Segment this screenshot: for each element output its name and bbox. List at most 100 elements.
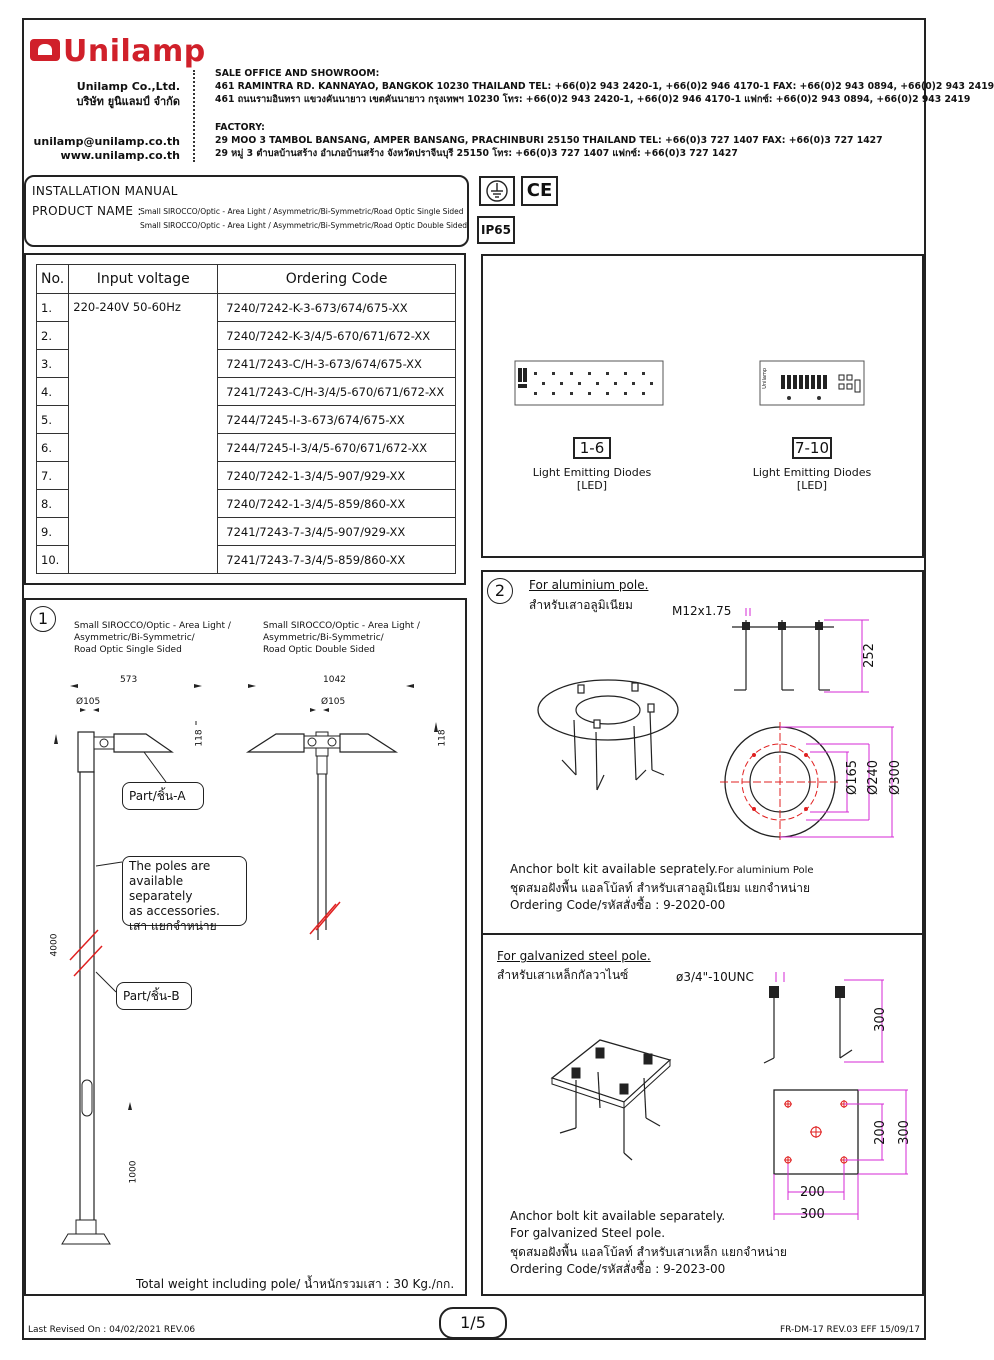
header-ordering-code: Ordering Code <box>217 264 456 294</box>
ordering-code: 7240/7242-1-3/4/5-859/860-XX <box>217 489 456 518</box>
row-no: 8. <box>35 489 70 518</box>
row-no: 1. <box>35 293 70 322</box>
company-name-th: บริษัท ยูนิแลมป์ จำกัด <box>76 95 180 108</box>
steel-anchor-drawing <box>550 972 908 1220</box>
page-frame <box>22 18 926 1340</box>
dim-d300: Ø300 <box>888 759 904 796</box>
table-row: 8. 7240/7242-1-3/4/5-859/860-XX <box>35 489 456 518</box>
table-row: 3. 7241/7243-C/H-3-673/674/675-XX <box>35 349 456 378</box>
poles-note-callout: The poles are available separately as ac… <box>122 856 247 933</box>
row-no: 9. <box>35 517 70 546</box>
row-no: 5. <box>35 405 70 434</box>
header-divider <box>193 70 195 162</box>
led-board-b-text: Unilamp <box>762 368 768 389</box>
page-number: 1/5 <box>439 1307 507 1339</box>
aluminium-pole-title: For aluminium pole. <box>529 578 649 592</box>
led-label-b: Light Emitting Diodes[LED] <box>742 466 882 492</box>
row-no: 3. <box>35 349 70 378</box>
led-range-a: 1-6 <box>573 437 611 459</box>
part-a-callout: Part/ชิ้น-A <box>122 782 204 810</box>
part-b-callout: Part/ชิ้น-B <box>116 982 192 1010</box>
input-voltage-cell: 220-240V 50-60Hz <box>68 293 219 574</box>
ce-mark: CE <box>521 176 558 206</box>
led-range-b: 7-10 <box>792 437 832 459</box>
dim-steel-300-vert: 300 <box>896 1120 912 1145</box>
led-panel <box>481 254 924 558</box>
ordering-table: No. Input voltage Ordering Code 1.220-24… <box>35 264 456 574</box>
dim-1042: 1042 <box>323 675 346 685</box>
double-title-line3: Road Optic Double Sided <box>263 645 376 655</box>
manual-title: INSTALLATION MANUAL <box>32 184 178 198</box>
dim-steel-200-vert: 200 <box>872 1120 888 1145</box>
ip-rating: IP65 <box>477 216 515 244</box>
row-no: 6. <box>35 433 70 462</box>
factory-line-en: 29 MOO 3 TAMBOL BANSANG, AMPER BANSANG, … <box>215 135 883 146</box>
led-label-a-line2: [LED] <box>576 479 608 492</box>
factory-line-th: 29 หมู่ 3 ตำบลบ้านสร้าง อำเภอบ้านสร้าง จ… <box>215 148 738 159</box>
row-no: 2. <box>35 321 70 350</box>
ordering-code: 7241/7243-C/H-3-673/674/675-XX <box>217 349 456 378</box>
alu-ordering-code: Ordering Code/รหัสสั่งซื้อ : 9-2020-00 <box>510 898 726 912</box>
led-label-b-line2: [LED] <box>796 479 828 492</box>
last-revised: Last Revised On : 04/02/2021 REV.06 <box>28 1325 196 1335</box>
lamp-logo-icon <box>30 38 60 61</box>
dim-118-single: 118 <box>194 729 205 747</box>
form-number: FR-DM-17 REV.03 EFF 15/09/17 <box>779 1325 920 1335</box>
row-no: 7. <box>35 461 70 490</box>
manual-title-box <box>24 175 469 247</box>
product-name-single: Small SIROCCO/Optic - Area Light / Asymm… <box>140 207 464 216</box>
ground-symbol-icon <box>479 176 515 206</box>
section1-number: 1 <box>30 606 56 632</box>
ordering-code: 7244/7245-I-3-673/674/675-XX <box>217 405 456 434</box>
dim-d240: Ø240 <box>866 759 882 796</box>
row-no: 4. <box>35 377 70 406</box>
steel-note-2: For galvanized Steel pole. <box>510 1226 666 1240</box>
table-row: 6. 7244/7245-I-3/4/5-670/671/672-XX <box>35 433 456 462</box>
product-name-double: Small SIROCCO/Optic - Area Light / Asymm… <box>140 221 468 230</box>
sales-office-heading: SALE OFFICE AND SHOWROOM: <box>215 68 380 79</box>
led-label-a: Light Emitting Diodes[LED] <box>522 466 662 492</box>
dim-252: 252 <box>861 643 877 668</box>
poles-note-line4: เสา แยกจำหน่าย <box>129 919 217 933</box>
company-email[interactable]: unilamp@unilamp.co.th <box>33 135 180 148</box>
aluminium-anchor-drawing <box>537 608 894 842</box>
company-website[interactable]: www.unilamp.co.th <box>60 149 180 162</box>
header-input-voltage: Input voltage <box>68 264 219 294</box>
ordering-code: 7244/7245-I-3/4/5-670/671/672-XX <box>217 433 456 462</box>
pole-drawing <box>54 684 438 1245</box>
dim-d105-single: Ø105 <box>76 697 101 707</box>
row-no: 10. <box>35 545 70 574</box>
poles-note-line3: as accessories. <box>129 904 220 918</box>
ordering-code: 7240/7242-K-3-673/674/675-XX <box>217 293 456 322</box>
section2-number: 2 <box>487 578 513 604</box>
poles-note-line2: available separately <box>129 874 193 903</box>
header-no: No. <box>35 264 70 294</box>
alu-note-2: ชุดสมอฝังพื้น แอลโบ้ลท์ สำหรับเสาอลูมิเน… <box>510 881 811 895</box>
aluminium-pole-title-th: สำหรับเสาอลูมิเนียม <box>529 598 633 612</box>
poles-note-line1: The poles are <box>129 859 211 873</box>
single-sided-title: Small SIROCCO/Optic - Area Light / Asymm… <box>74 620 231 656</box>
dim-d105-double: Ø105 <box>321 697 346 707</box>
table-row: 10.7241/7243-7-3/4/5-859/860-XX <box>35 545 456 574</box>
led-board-a-icon <box>514 360 664 406</box>
alu-note-1: Anchor bolt kit available seprately.For … <box>510 862 814 876</box>
ordering-table-box <box>24 253 466 585</box>
table-row: 9.7241/7243-7-3/4/5-907/929-XX <box>35 517 456 546</box>
alu-note-1a: Anchor bolt kit available seprately. <box>510 862 718 876</box>
sales-office-line-en: 461 RAMINTRA RD. KANNAYAO, BANGKOK 10230… <box>215 81 994 92</box>
total-weight: Total weight including pole/ น้ำหนักรวมเ… <box>136 1277 455 1291</box>
led-board-b-icon <box>759 360 865 406</box>
ordering-code: 7240/7242-K-3/4/5-670/671/672-XX <box>217 321 456 350</box>
steel-note-1: Anchor bolt kit available separately. <box>510 1209 726 1223</box>
steel-pole-title-th: สำหรับเสาเหล็กกัลวาไนซ์ <box>497 968 629 982</box>
single-title-line2: Asymmetric/Bi-Symmetric/ <box>74 633 195 643</box>
double-title-line1: Small SIROCCO/Optic - Area Light / <box>263 621 420 631</box>
product-name-label: PRODUCT NAME : <box>32 204 142 218</box>
factory-heading: FACTORY: <box>215 122 265 133</box>
steel-pole-title: For galvanized steel pole. <box>497 949 651 963</box>
single-title-line1: Small SIROCCO/Optic - Area Light / <box>74 621 231 631</box>
table-row: 4.7241/7243-C/H-3/4/5-670/671/672-XX <box>35 377 456 406</box>
dim-573: 573 <box>120 675 138 685</box>
double-sided-title: Small SIROCCO/Optic - Area Light / Asymm… <box>263 620 420 656</box>
